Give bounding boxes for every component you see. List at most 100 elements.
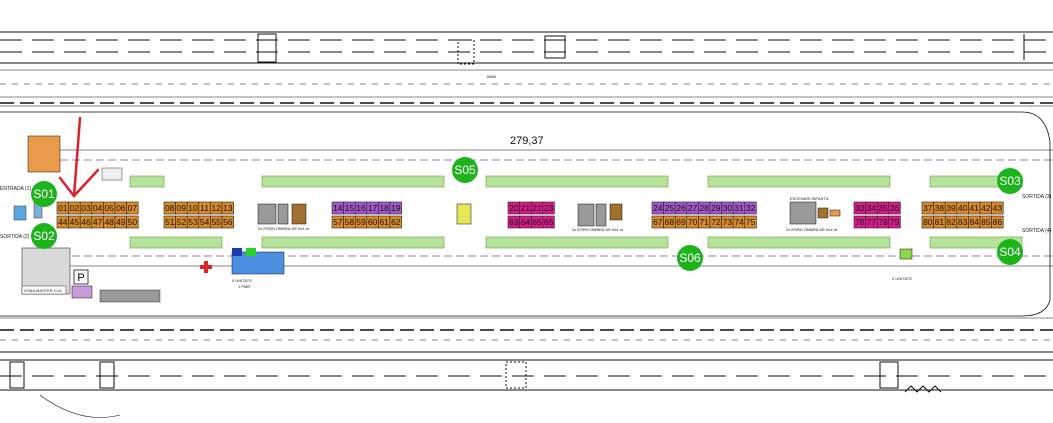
svg-text:07: 07 (128, 203, 138, 213)
stall-51: 51 (163, 215, 176, 229)
stall-23: 23 (542, 201, 555, 215)
svg-text:79: 79 (890, 217, 900, 227)
svg-text:39: 39 (946, 203, 956, 213)
svg-text:41: 41 (969, 203, 979, 213)
stall-15: 15 (343, 201, 356, 215)
stall-43: 43 (991, 201, 1004, 215)
stall-16: 16 (354, 201, 368, 215)
sector-badge-s06[interactable]: S06 (677, 245, 703, 271)
svg-text:48: 48 (104, 217, 114, 227)
svg-text:01: 01 (58, 203, 68, 213)
exit-label-2: SORTIDA (2) (0, 234, 30, 240)
stall-19: 19 (389, 201, 402, 215)
svg-text:12: 12 (211, 203, 221, 213)
svg-text:56: 56 (223, 217, 233, 227)
svg-text:15: 15 (345, 203, 355, 213)
svg-text:43: 43 (993, 203, 1003, 213)
svg-text:25: 25 (665, 203, 675, 213)
svg-text:13: 13 (223, 203, 233, 213)
toilets-area: 9 UNITATS 1 PMR 2 UNITATS (200, 248, 913, 289)
svg-text:S02: S02 (33, 229, 55, 243)
svg-text:69: 69 (676, 217, 686, 227)
svg-text:36: 36 (890, 203, 900, 213)
svg-text:04: 04 (93, 203, 103, 213)
stall-64: 64 (519, 215, 532, 229)
sector-badge-s03[interactable]: S03 (997, 168, 1023, 194)
svg-text:67: 67 (653, 217, 663, 227)
top-road (0, 31, 1053, 107)
stall-69: 69 (674, 215, 688, 229)
svg-text:59: 59 (356, 217, 366, 227)
svg-text:73: 73 (723, 217, 733, 227)
svg-text:77: 77 (867, 217, 877, 227)
fair-enclosure (0, 111, 1053, 317)
svg-text:81: 81 (935, 217, 945, 227)
svg-text:06: 06 (116, 203, 126, 213)
stall-10: 10 (186, 201, 200, 215)
svg-text:42: 42 (981, 203, 991, 213)
svg-text:86: 86 (993, 217, 1003, 227)
stall-39: 39 (944, 201, 958, 215)
exit-label-3: SORTIDA (3) (1022, 194, 1052, 200)
stall-28: 28 (698, 201, 711, 215)
stall-58: 58 (343, 215, 356, 229)
bottom-road (0, 317, 1053, 418)
stall-62: 62 (389, 215, 402, 229)
svg-text:50: 50 (128, 217, 138, 227)
sector-badge-s02[interactable]: S02 (31, 223, 57, 249)
stall-38: 38 (933, 201, 946, 215)
svg-text:66: 66 (544, 217, 554, 227)
svg-text:37: 37 (923, 203, 933, 213)
stall-26: 26 (674, 201, 688, 215)
svg-text:53: 53 (188, 217, 198, 227)
svg-text:46: 46 (81, 217, 91, 227)
stall-21: 21 (519, 201, 532, 215)
shade-area-label-2: 2x ESPAI OMBRA DE 6x4 m (572, 227, 624, 232)
stall-33: 33 (853, 201, 866, 215)
stall-29: 29 (709, 201, 722, 215)
stall-18: 18 (378, 201, 391, 215)
svg-text:21: 21 (521, 203, 531, 213)
svg-text:S01: S01 (33, 187, 55, 201)
svg-text:55: 55 (211, 217, 221, 227)
stall-49: 49 (114, 215, 127, 229)
stall-61: 61 (378, 215, 391, 229)
stall-68: 68 (663, 215, 676, 229)
stall-07: 07 (126, 201, 139, 215)
stall-03: 03 (79, 201, 93, 215)
svg-text:S04: S04 (999, 245, 1021, 259)
svg-text:61: 61 (379, 217, 389, 227)
stall-20: 20 (507, 201, 520, 215)
stall-32: 32 (744, 201, 757, 215)
stall-47: 47 (91, 215, 104, 229)
svg-text:40: 40 (958, 203, 968, 213)
svg-text:38: 38 (935, 203, 945, 213)
stall-56: 56 (221, 215, 234, 229)
stall-17: 17 (366, 201, 379, 215)
stall-04: 04 (91, 201, 104, 215)
stall-81: 81 (933, 215, 946, 229)
stall-11: 11 (198, 201, 211, 215)
svg-text:08: 08 (165, 203, 175, 213)
sector-badge-s05[interactable]: S05 (452, 157, 478, 183)
master-zone-label: ZONA MASTER CLA (24, 288, 62, 293)
svg-text:74: 74 (734, 217, 744, 227)
stall-77: 77 (865, 215, 878, 229)
svg-text:22: 22 (532, 203, 542, 213)
svg-text:14: 14 (333, 203, 343, 213)
svg-text:32: 32 (746, 203, 756, 213)
svg-text:29: 29 (711, 203, 721, 213)
stall-71: 71 (698, 215, 711, 229)
stall-14: 14 (331, 201, 344, 215)
svg-text:34: 34 (867, 203, 877, 213)
stall-80: 80 (921, 215, 934, 229)
stall-31: 31 (732, 201, 746, 215)
svg-text:84: 84 (969, 217, 979, 227)
sector-badge-s04[interactable]: S04 (997, 239, 1023, 265)
svg-text:09: 09 (177, 203, 187, 213)
sector-badge-s01[interactable]: S01 (31, 181, 57, 207)
stall-48: 48 (103, 215, 116, 229)
